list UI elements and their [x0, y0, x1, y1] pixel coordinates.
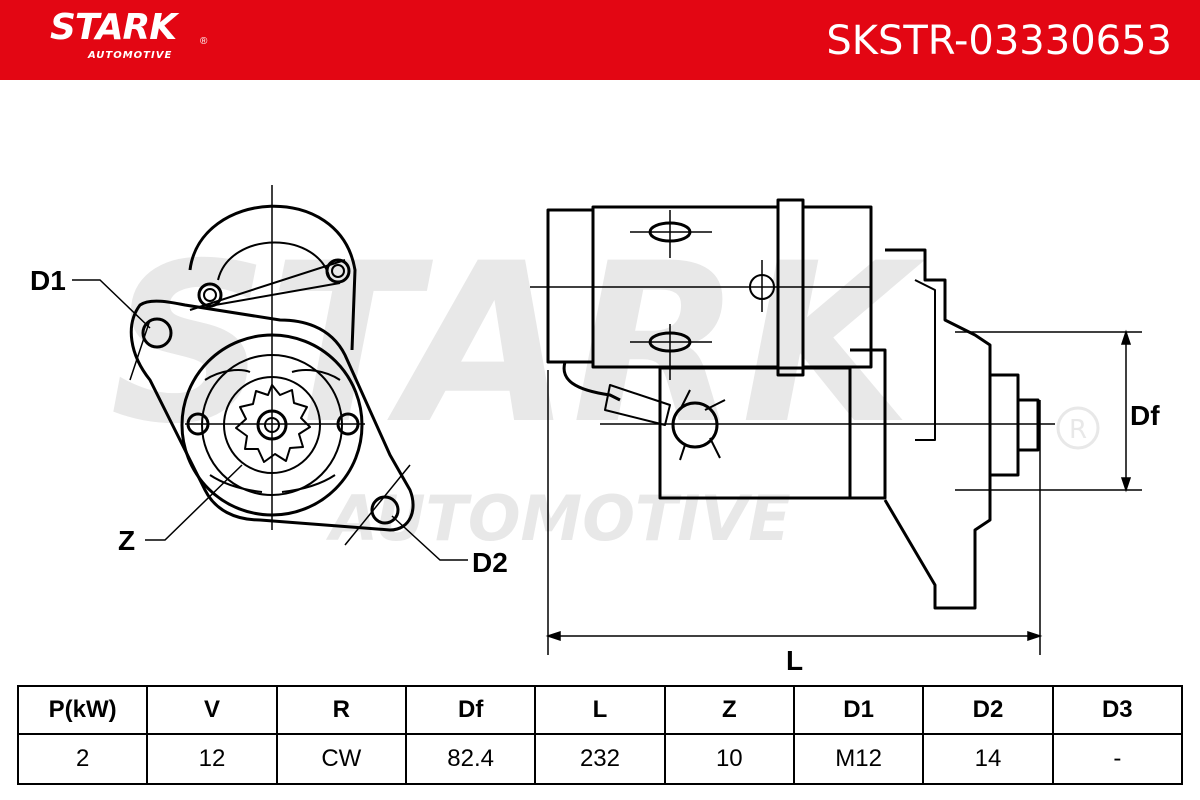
value-d2: 14 — [922, 733, 1054, 785]
specs-table: P(kW) V R Df L Z D1 D2 D3 2 12 CW 82.4 2… — [16, 685, 1184, 785]
value-d3: - — [1051, 733, 1184, 785]
value-df: 82.4 — [404, 733, 537, 785]
label-df: Df — [1130, 400, 1160, 431]
value-v: 12 — [146, 733, 278, 785]
side-view — [530, 198, 1055, 610]
header-r: R — [275, 685, 407, 735]
watermark-top: STARK — [110, 216, 926, 472]
header-df: Df — [404, 685, 537, 735]
header-bar: STARK AUTOMOTIVE ® SKSTR-03330653 — [0, 0, 1200, 80]
header-l: L — [534, 685, 666, 735]
part-number: SKSTR-03330653 — [826, 18, 1172, 64]
header-d1: D1 — [792, 685, 925, 735]
label-z: Z — [118, 525, 135, 556]
logo-brand-text: STARK — [50, 7, 177, 48]
starter-technical-drawing: STARK AUTOMOTIVE R — [30, 185, 1160, 676]
value-d1: M12 — [792, 733, 925, 785]
value-l: 232 — [534, 733, 666, 785]
watermark-bottom: AUTOMOTIVE — [325, 482, 791, 555]
stark-logo: STARK AUTOMOTIVE ® — [50, 7, 207, 62]
header-z: Z — [663, 685, 795, 735]
label-l: L — [786, 645, 803, 676]
leader-lines-front — [72, 279, 468, 561]
svg-text:R: R — [1069, 415, 1087, 445]
specs-value-row: 2 12 CW 82.4 232 10 M12 14 - — [16, 733, 1184, 785]
logo-sub-text: AUTOMOTIVE — [88, 50, 173, 61]
front-view — [129, 185, 415, 546]
registered-icon: ® — [200, 36, 208, 47]
value-r: CW — [275, 733, 407, 785]
header-v: V — [146, 685, 278, 735]
header-d2: D2 — [922, 685, 1054, 735]
specs-header-row: P(kW) V R Df L Z D1 D2 D3 — [16, 685, 1184, 735]
label-d1: D1 — [30, 265, 66, 296]
dimension-lines — [545, 329, 1142, 655]
label-d2: D2 — [472, 547, 508, 578]
watermark-registered-icon: R — [1056, 406, 1100, 450]
value-p-kw: 2 — [16, 733, 149, 785]
header-d3: D3 — [1051, 685, 1184, 735]
value-z: 10 — [663, 733, 795, 785]
header-p-kw: P(kW) — [16, 685, 149, 735]
